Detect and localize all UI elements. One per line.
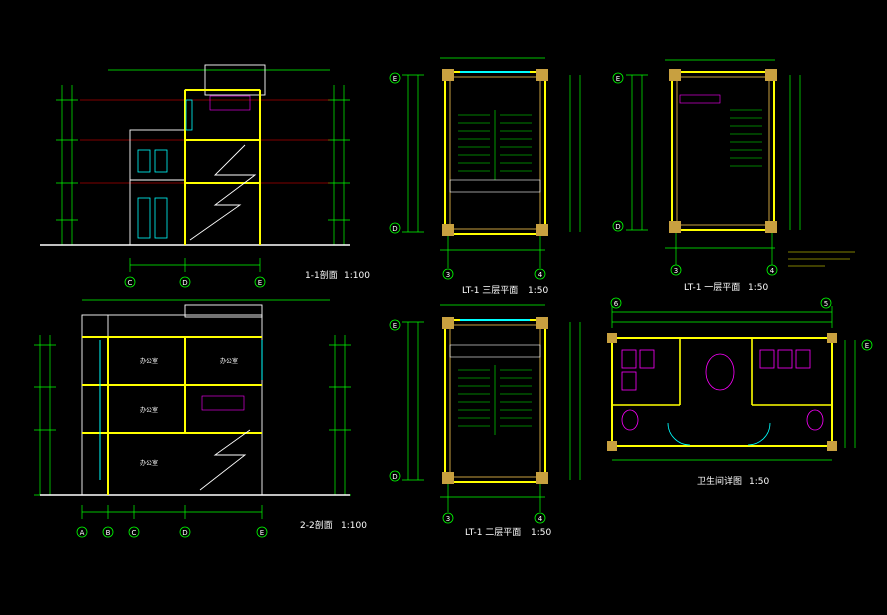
plan-1f-title: LT-1 一层平面: [684, 282, 740, 293]
section-1-title: 1-1剖面: [305, 269, 338, 281]
section-1-note-box: [209, 95, 251, 111]
toilet-axis-5: 5: [824, 300, 828, 308]
toilet-doors: [667, 422, 771, 446]
plan-1f-note-box: [679, 94, 721, 104]
plan-1f-columns: [669, 69, 777, 233]
plan-3f-axis-3: 3: [446, 271, 450, 279]
plan-2f-title: LT-1 二层平面: [465, 527, 521, 538]
section-1-walls: [184, 89, 261, 245]
section-1-1: C D E 1-1剖面 1:100: [40, 64, 370, 288]
section-2-room-label-1f: 办公室: [140, 459, 158, 467]
toilet-dimensions: [611, 306, 856, 461]
toilet-fixtures: [621, 349, 824, 431]
section-1-axis-D: D: [182, 279, 187, 287]
plan-2f-inner-wall: [449, 324, 541, 478]
plan-2f-dimensions: [402, 304, 581, 512]
section-1-axis-E: E: [258, 279, 262, 287]
plan-2f-columns: [442, 317, 548, 484]
plan-1f-axis-3: 3: [674, 267, 678, 275]
section-2-stair-flights: [199, 429, 251, 491]
section-2-scale: 1:100: [341, 521, 367, 531]
plan-2f-axis-E: E: [393, 322, 397, 330]
section-1-axis-bubbles: C D E: [124, 276, 266, 288]
section-1-windows: [137, 99, 193, 239]
plan-2f-landing-rail: [449, 344, 541, 358]
section-2-floor-slabs: [82, 336, 262, 495]
plan-3f-axis-4: 4: [538, 271, 543, 279]
plan-3f-axis-E: E: [393, 75, 397, 83]
toilet-axis-bubbles: 6 5 E: [610, 297, 873, 351]
section-2-windows: [99, 340, 263, 480]
plan-1f-inner-wall: [676, 76, 770, 226]
section-2-room-label-2f: 办公室: [140, 406, 158, 414]
section-2-axis-C: C: [132, 529, 137, 537]
plan-1f-outer-wall: [671, 71, 775, 231]
section-1-scale: 1:100: [344, 271, 370, 281]
section-2-room-label-3f-right: 办公室: [220, 357, 238, 365]
plan-2f-axis-4: 4: [538, 515, 543, 523]
plan-1f-axis-4: 4: [770, 267, 775, 275]
plan-2f-scale: 1:50: [531, 528, 551, 538]
toilet-axis-6: 6: [614, 300, 619, 308]
section-2-axis-D: D: [182, 529, 187, 537]
plan-1f-axis-D: D: [615, 223, 620, 231]
plan-3f-inner-wall: [449, 76, 541, 230]
section-2-2: 办公室 办公室 办公室 办公室 A B C D E 2-2剖面 1:100: [34, 299, 367, 538]
plan-1f-dimensions: [626, 59, 801, 265]
plan-1f-axis-E: E: [616, 75, 620, 83]
plan-3f-title: LT-1 三层平面: [462, 285, 518, 296]
section-1-axis-C: C: [128, 279, 133, 287]
plan-3f: 3 4 E D LT-1 三层平面 1:50: [389, 57, 581, 296]
plan-1f-note-lines: [788, 251, 855, 267]
section-1-stair-flights: [189, 144, 257, 241]
section-2-title: 2-2剖面: [300, 519, 333, 531]
plan-2f: 3 4 E D LT-1 二层平面 1:50: [389, 304, 581, 538]
section-2-axis-A: A: [80, 529, 85, 537]
plan-1f-stair-treads: [730, 109, 762, 167]
toilet-detail: 6 5 E 卫生间详图 1:50: [607, 297, 873, 487]
toilet-axis-E: E: [865, 342, 869, 350]
section-2-note-box: [201, 395, 245, 411]
section-2-axis-bubbles: A B C D E: [76, 526, 268, 538]
plan-1f-axis-bubbles: 3 4 E D: [612, 72, 778, 276]
plan-3f-stair-treads: [458, 110, 532, 180]
toilet-title: 卫生间详图: [697, 475, 742, 487]
toilet-partitions: [612, 338, 832, 406]
plan-2f-stair-treads: [458, 365, 532, 435]
plan-3f-scale: 1:50: [528, 286, 548, 296]
plan-2f-axis-bubbles: 3 4 E D: [389, 319, 546, 524]
plan-2f-axis-D: D: [392, 473, 397, 481]
toilet-scale: 1:50: [749, 477, 769, 487]
plan-1f-scale: 1:50: [748, 283, 768, 293]
plan-3f-axis-D: D: [392, 225, 397, 233]
plan-3f-columns: [442, 69, 548, 236]
plan-3f-dimensions: [402, 57, 581, 268]
section-2-axis-E: E: [260, 529, 264, 537]
toilet-columns: [607, 333, 837, 451]
plan-1f: 3 4 E D LT-1 一层平面 1:50: [612, 59, 855, 293]
section-2-room-label-3f: 办公室: [140, 357, 158, 365]
plan-2f-axis-3: 3: [446, 515, 450, 523]
plan-3f-axis-bubbles: 3 4 E D: [389, 72, 546, 280]
plan-3f-landing-rail: [449, 179, 541, 193]
toilet-outer-wall: [611, 337, 833, 447]
section-2-axis-B: B: [106, 529, 111, 537]
